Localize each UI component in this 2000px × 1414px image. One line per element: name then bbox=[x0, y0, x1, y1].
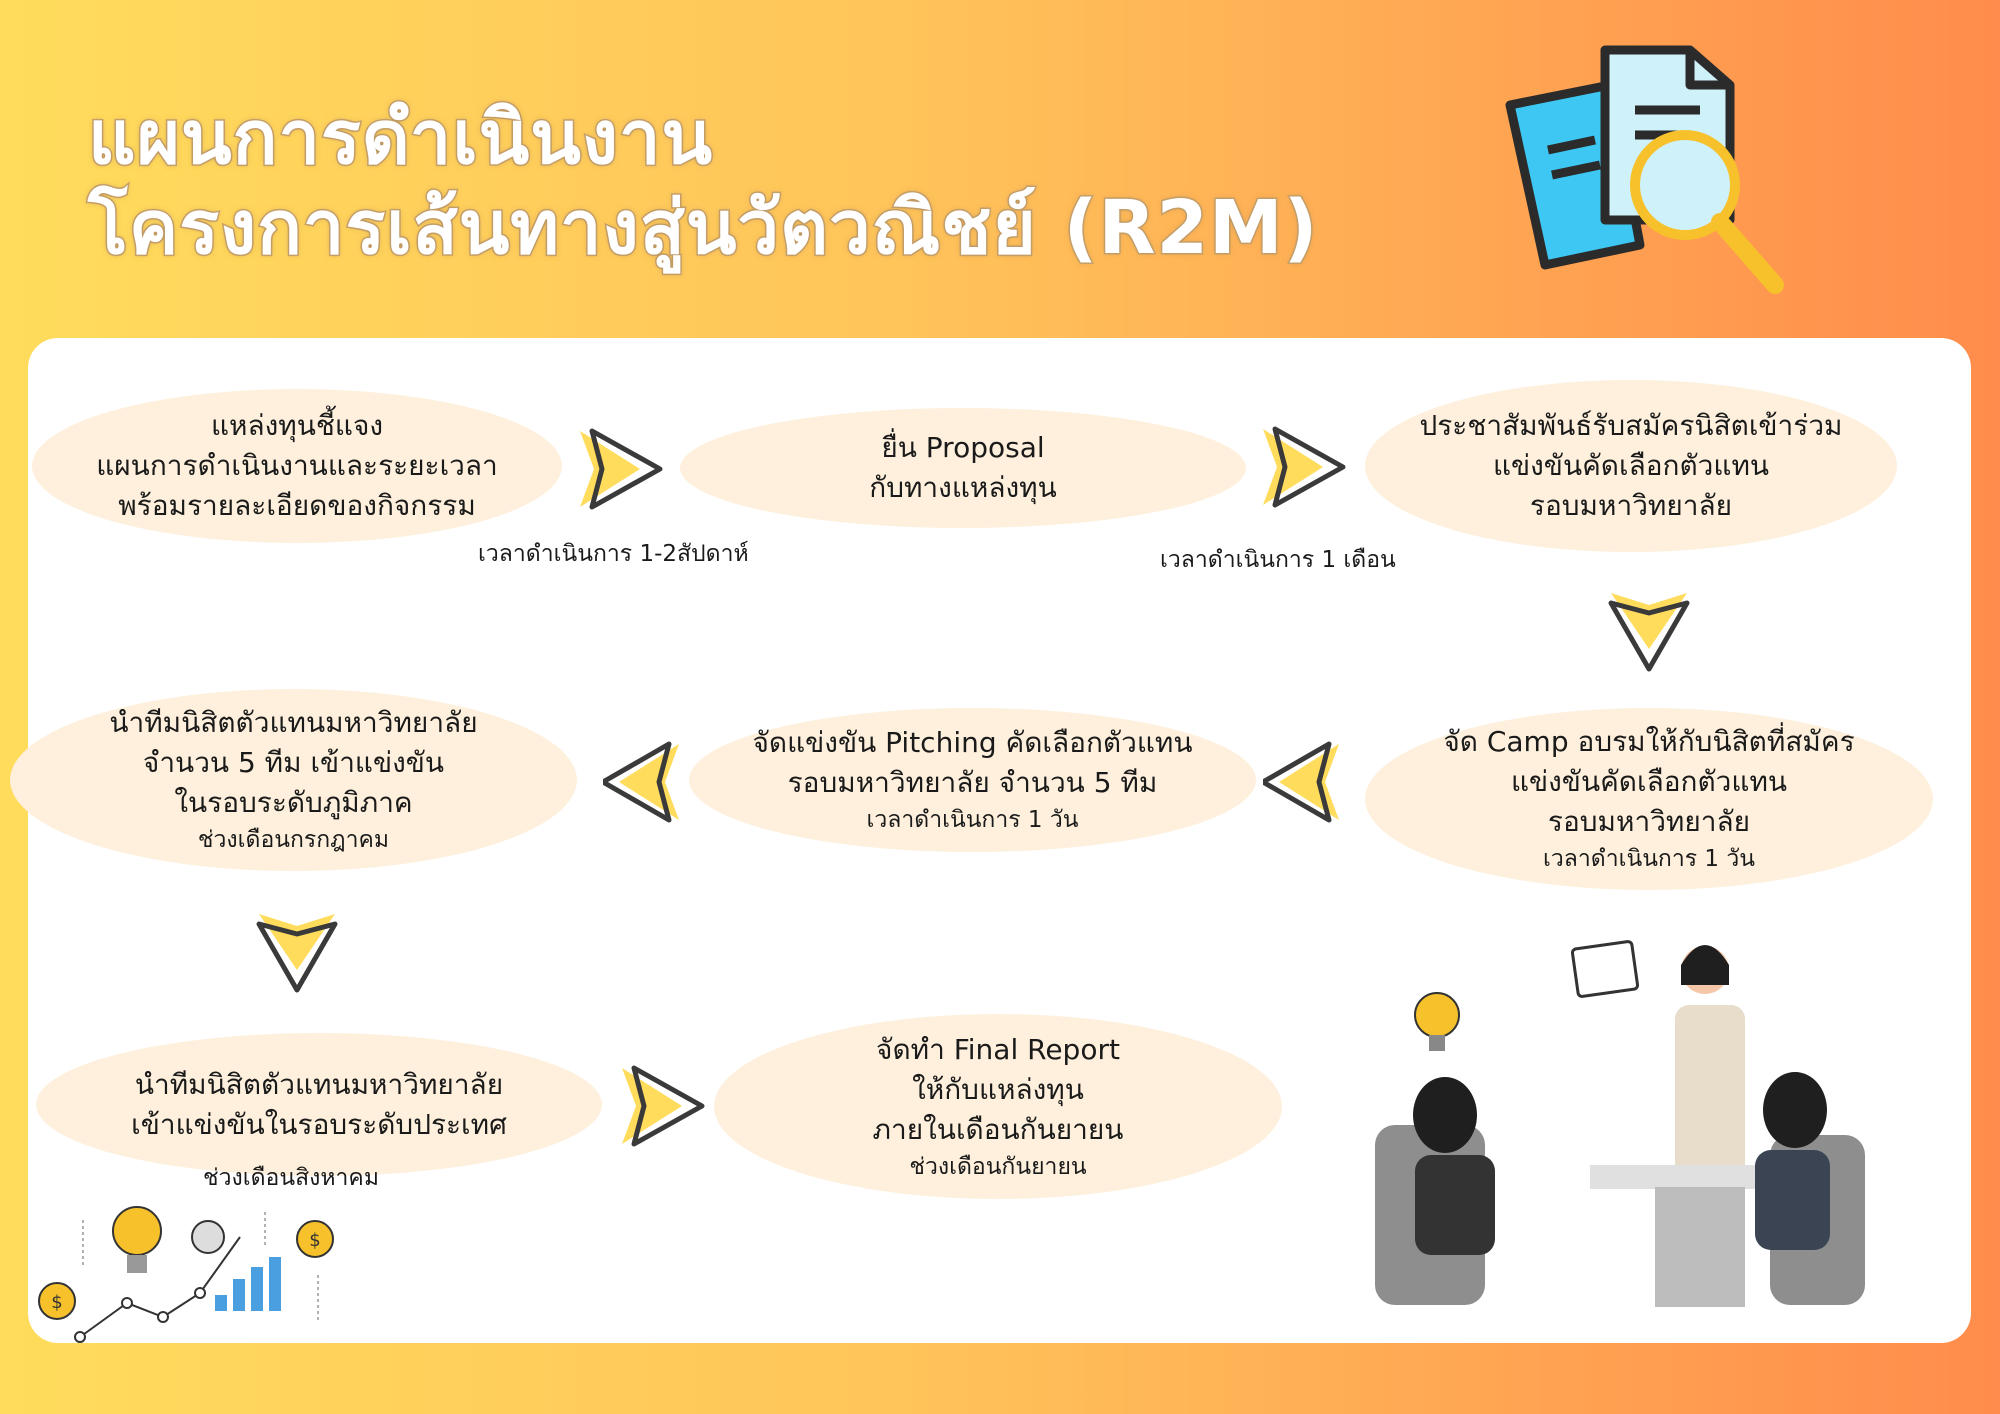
step-2-duration: เวลาดำเนินการ 1 เดือน bbox=[1160, 547, 1396, 573]
step-text: แหล่งทุนชี้แจง bbox=[210, 409, 384, 442]
step-5-duration: เวลาดำเนินการ 1 วัน bbox=[866, 807, 1079, 833]
step-text: เข้าแข่งขันในรอบระดับประเทศ bbox=[131, 1107, 507, 1141]
step-2-pill: ยื่น Proposal กับทางแหล่งทุน bbox=[680, 408, 1246, 528]
step-text: จัดแข่งขัน Pitching คัดเลือกตัวแทน bbox=[752, 726, 1193, 759]
step-text: รอบมหาวิทยาลัย จำนวน 5 ทีม bbox=[787, 766, 1158, 799]
chevron-right-icon bbox=[580, 428, 663, 510]
chevron-down-icon bbox=[256, 914, 338, 993]
step-text: นำทีมนิสิตตัวแทนมหาวิทยาลัย bbox=[134, 1067, 504, 1101]
step-1-duration: เวลาดำเนินการ 1-2สัปดาห์ bbox=[478, 541, 749, 567]
business-meeting-illustration bbox=[1375, 940, 1865, 1307]
step-5-pill: จัดแข่งขัน Pitching คัดเลือกตัวแทน รอบมห… bbox=[689, 708, 1256, 852]
step-4-duration: เวลาดำเนินการ 1 วัน bbox=[1542, 846, 1756, 872]
chevron-left-icon bbox=[1263, 741, 1339, 823]
step-6-pill: นำทีมนิสิตตัวแทนมหาวิทยาลัย จำนวน 5 ทีม … bbox=[10, 689, 577, 871]
step-7-pill: นำทีมนิสิตตัวแทนมหาวิทยาลัย เข้าแข่งขันใ… bbox=[36, 1033, 602, 1176]
step-text: แข่งขันคัดเลือกตัวแทน bbox=[1492, 449, 1770, 482]
step-text: จัดทำ Final Report bbox=[876, 1032, 1120, 1066]
chevron-down-icon bbox=[1608, 593, 1690, 672]
step-6-period: ช่วงเดือนกรกฎาคม bbox=[197, 827, 390, 853]
step-text: ในรอบระดับภูมิภาค bbox=[174, 786, 413, 819]
step-text: นำทีมนิสิตตัวแทนมหาวิทยาลัย bbox=[109, 706, 478, 739]
step-text: ภายในเดือนกันยายน bbox=[872, 1112, 1124, 1146]
growth-chart-illustration: $ $ bbox=[38, 1206, 334, 1343]
step-text: ประชาสัมพันธ์รับสมัครนิสิตเข้าร่วม bbox=[1419, 409, 1843, 442]
page-title-line2: โครงการเส้นทางสู่นวัตวณิชย์ (R2M) bbox=[86, 184, 1319, 273]
document-magnifier-icon bbox=[1505, 45, 1784, 294]
step-8-period: ช่วงเดือนกันยายน bbox=[909, 1153, 1087, 1180]
step-text: รอบมหาวิทยาลัย bbox=[1529, 489, 1733, 522]
chevron-right-icon bbox=[1263, 426, 1346, 508]
step-text: แข่งขันคัดเลือกตัวแทน bbox=[1510, 765, 1788, 798]
step-4-pill: จัด Camp อบรมให้กับนิสิตที่สมัคร แข่งขัน… bbox=[1365, 708, 1933, 890]
step-3-pill: ประชาสัมพันธ์รับสมัครนิสิตเข้าร่วม แข่งข… bbox=[1365, 380, 1897, 552]
step-text: จัด Camp อบรมให้กับนิสิตที่สมัคร bbox=[1443, 725, 1855, 758]
step-text: ยื่น Proposal bbox=[881, 431, 1045, 464]
svg-text:$: $ bbox=[51, 1292, 62, 1313]
step-text: แผนการดำเนินงานและระยะเวลา bbox=[96, 449, 498, 482]
step-text: ให้กับแหล่งทุน bbox=[912, 1072, 1084, 1106]
page-title-line1: แผนการดำเนินงาน bbox=[86, 94, 714, 183]
step-7-period: ช่วงเดือนสิงหาคม bbox=[203, 1165, 379, 1191]
svg-text:$: $ bbox=[309, 1230, 320, 1251]
step-text: กับทางแหล่งทุน bbox=[869, 471, 1057, 504]
step-1-pill: แหล่งทุนชี้แจง แผนการดำเนินงานและระยะเวล… bbox=[32, 389, 562, 543]
chevron-left-icon bbox=[603, 741, 679, 823]
step-text: จำนวน 5 ทีม เข้าแข่งขัน bbox=[142, 746, 445, 779]
chevron-right-icon bbox=[622, 1065, 705, 1147]
step-8-pill: จัดทำ Final Report ให้กับแหล่งทุน ภายในเ… bbox=[714, 1014, 1282, 1199]
step-text: รอบมหาวิทยาลัย bbox=[1547, 805, 1751, 838]
step-text: พร้อมรายละเอียดของกิจกรรม bbox=[118, 489, 476, 522]
